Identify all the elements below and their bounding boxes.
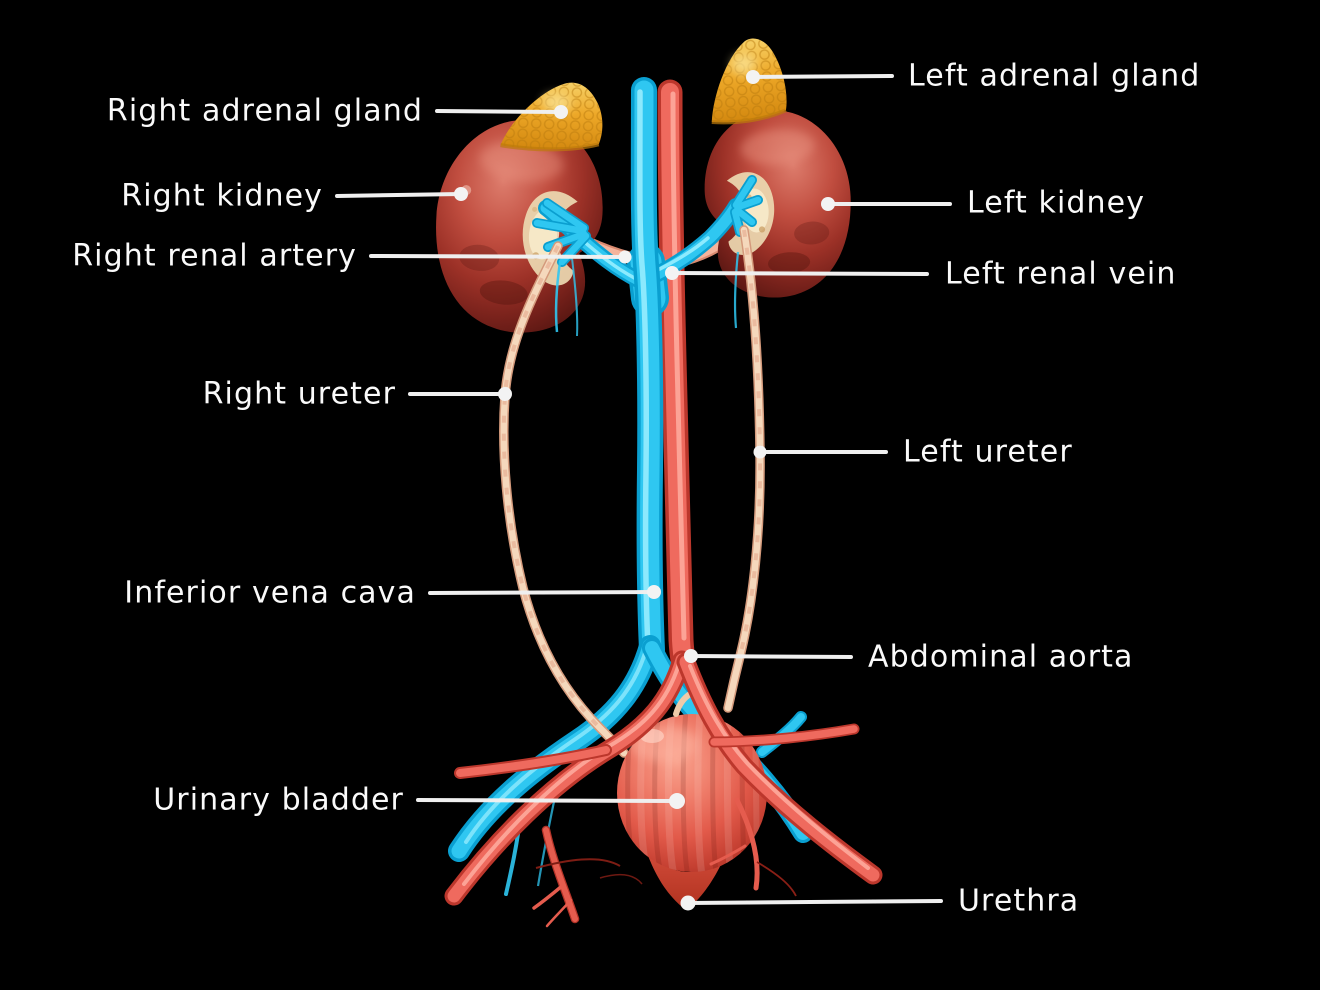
pointer-dot xyxy=(669,793,685,809)
labels-layer: Right adrenal gland Right kidney Right r… xyxy=(72,59,1200,919)
inferior-vena-cava-callout: Inferior vena cava xyxy=(124,576,661,611)
pointer-dot xyxy=(618,250,632,264)
label-urethra: Urethra xyxy=(958,884,1079,919)
abdominal-aorta-callout: Abdominal aorta xyxy=(684,640,1134,675)
pointer-dot xyxy=(753,445,767,459)
inferior-vena-cava xyxy=(532,77,763,663)
leader-line xyxy=(435,109,563,114)
label-right-adrenal-gland: Right adrenal gland xyxy=(107,94,423,129)
left-ureter-callout: Left ureter xyxy=(753,435,1073,470)
label-left-renal-vein: Left renal vein xyxy=(945,257,1176,292)
leader-line xyxy=(428,590,656,595)
pointer-dot xyxy=(680,895,696,911)
leader-line xyxy=(335,192,463,198)
label-left-kidney: Left kidney xyxy=(967,186,1145,221)
right-renal-artery-callout: Right renal artery xyxy=(72,239,632,274)
label-left-ureter: Left ureter xyxy=(903,435,1073,470)
pointer-dot xyxy=(498,387,512,401)
right-adrenal-gland-callout: Right adrenal gland xyxy=(107,94,568,129)
label-right-ureter: Right ureter xyxy=(203,377,396,412)
leader-line xyxy=(689,654,853,659)
right-kidney-callout: Right kidney xyxy=(121,179,468,214)
pointer-dot xyxy=(454,187,468,201)
label-right-renal-artery: Right renal artery xyxy=(72,239,357,274)
urethra-funnel xyxy=(642,838,732,910)
label-abdominal-aorta: Abdominal aorta xyxy=(868,640,1134,675)
abdominal-aorta xyxy=(657,79,700,690)
pointer-dot xyxy=(647,585,661,599)
leader-line xyxy=(751,74,894,79)
label-right-kidney: Right kidney xyxy=(121,179,323,214)
label-urinary-bladder: Urinary bladder xyxy=(153,783,404,818)
leader-line xyxy=(670,271,929,276)
right-ureter-callout: Right ureter xyxy=(203,377,512,412)
pointer-dot xyxy=(746,70,760,84)
pointer-dot xyxy=(554,105,568,119)
left-adrenal-gland-callout: Left adrenal gland xyxy=(746,59,1200,94)
leader-line xyxy=(416,798,679,803)
pointer-dot xyxy=(665,266,679,280)
label-left-adrenal-gland: Left adrenal gland xyxy=(908,59,1200,94)
urinary-bladder-callout: Urinary bladder xyxy=(153,783,685,818)
right-ureter xyxy=(499,241,629,758)
left-kidney-callout: Left kidney xyxy=(821,186,1145,221)
label-inferior-vena-cava: Inferior vena cava xyxy=(124,576,416,611)
iliac-arteries xyxy=(444,650,883,928)
pointer-dot xyxy=(684,649,698,663)
bladder-apex-ligament xyxy=(673,691,693,717)
urethra-callout: Urethra xyxy=(680,884,1079,919)
right-kidney xyxy=(436,120,603,333)
pointer-dot xyxy=(821,197,835,211)
leader-line xyxy=(369,254,627,259)
leader-line xyxy=(686,899,943,905)
left-renal-vein-callout: Left renal vein xyxy=(665,257,1176,292)
